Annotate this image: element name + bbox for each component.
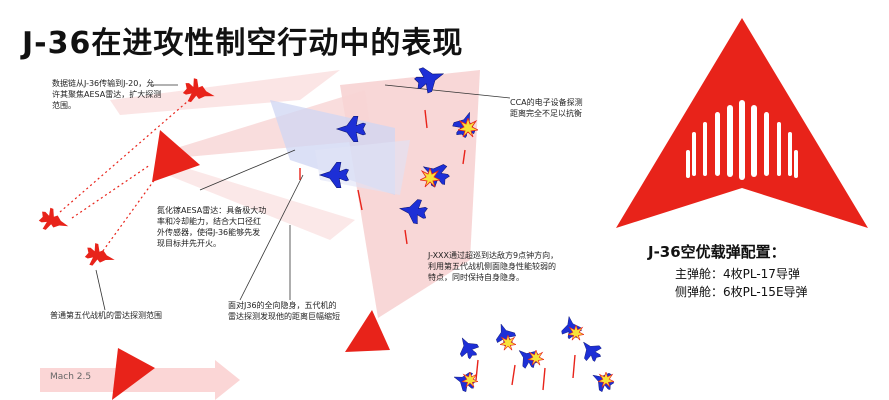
missile-trails [299, 109, 576, 391]
callout-lines [95, 84, 511, 311]
mach-label: Mach 2.5 [50, 372, 92, 382]
mach-arrow [40, 360, 240, 400]
j36-icon-center [345, 310, 390, 352]
annotation-fifth-gen-radar: 普通第五代战机的雷达探测范围 [50, 311, 162, 320]
payload-side-bay: 侧弹舱：6枚PL-15E导弹 [675, 285, 808, 299]
payload-title: J-36空优载弹配置： [648, 243, 786, 261]
radar-cone-lower [155, 160, 355, 240]
datalink-lines [59, 94, 196, 256]
annotation-stealth: 面对J36的全向隐身，五代机的 雷达探测发现他的距离巨幅缩短 [228, 301, 340, 321]
missile-icon-group [686, 100, 798, 180]
payload-main-bay: 主弹舱：4枚PL-17导弹 [675, 267, 800, 281]
radar-cone-left [110, 70, 340, 115]
annotation-jxxx: J-XXX通过超巡到达敌方9点钟方向， 利用第五代战机侧面隐身性能较弱的 特点，… [428, 251, 559, 282]
j36-icon-left [152, 130, 200, 182]
j36-icon-bottom-left [112, 348, 155, 400]
page-title: J-36在进攻性制空行动中的表现 [22, 26, 464, 61]
annotation-gan-radar: 氮化镓AESA雷达：具备极大功 率和冷却能力，结合大口径红 外传感器，使得J-3… [157, 206, 267, 248]
annotation-datalink: 数据链从J-36传输到J-20，允 许其聚焦AESA雷达，扩大探测 范围。 [52, 79, 162, 110]
annotation-cca: CCA的电子设备探测 距离完全不足以抗衡 [510, 98, 583, 118]
